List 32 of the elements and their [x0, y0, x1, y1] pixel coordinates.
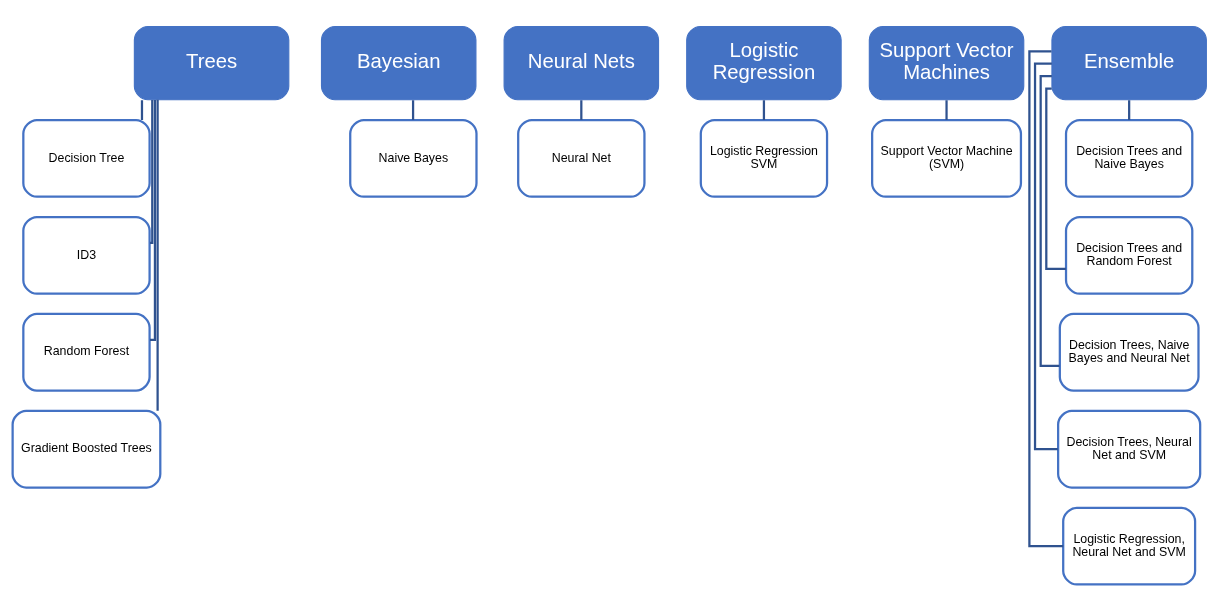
node-box: Neural Nets: [503, 25, 660, 101]
node-box: Ensemble: [1051, 25, 1207, 101]
node-box: Decision Trees and Naive Bayes: [1064, 118, 1194, 198]
connector: [149, 99, 154, 245]
node-box: Logistic Regression: [686, 25, 842, 101]
node-box: ID3: [22, 215, 151, 295]
node-box: Decision Trees and Random Forest: [1064, 215, 1194, 295]
node-box: Decision Trees, Neural Net and SVM: [1057, 409, 1202, 489]
connector: [140, 100, 144, 120]
connector: [156, 99, 159, 411]
connector: [762, 100, 766, 120]
connector: [580, 100, 583, 120]
node-box: Gradient Boosted Trees: [11, 409, 162, 489]
node-box: Decision Trees, Naive Bayes and Neural Net: [1058, 312, 1200, 392]
connector: [1028, 50, 1064, 548]
node-box: Naive Bayes: [349, 118, 478, 198]
connector: [1045, 87, 1066, 270]
connector: [1033, 62, 1058, 451]
connector: [1128, 100, 1131, 120]
node-box: Support Vector Machines: [868, 25, 1025, 101]
node-box: Logistic Regression SVM: [699, 118, 829, 198]
connector: [945, 100, 948, 120]
node-box: Support Vector Machine (SVM): [871, 118, 1023, 198]
node-box: Logistic Regression, Neural Net and SVM: [1062, 506, 1197, 586]
node-box: Neural Net: [517, 118, 646, 198]
connector: [1039, 75, 1060, 367]
node-box: Random Forest: [22, 312, 151, 392]
connector: [411, 100, 415, 120]
node-box: Bayesian: [320, 25, 477, 101]
connector: [150, 99, 157, 341]
node-box: Trees: [133, 25, 290, 101]
node-box: Decision Tree: [22, 118, 151, 198]
